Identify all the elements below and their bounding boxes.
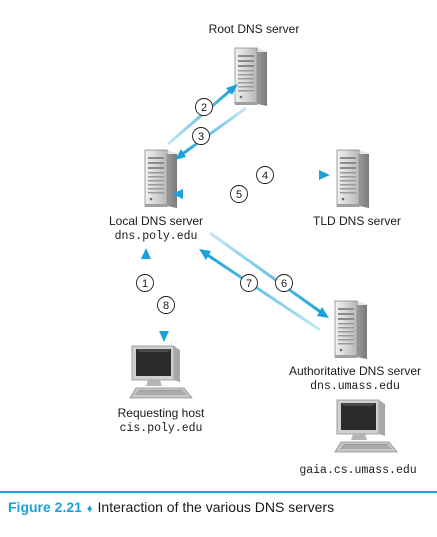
- figure-caption: Figure 2.21 ♦ Interaction of the various D…: [8, 499, 334, 515]
- step-label-7: 7: [246, 278, 252, 290]
- figure-number: Figure 2.21: [8, 499, 82, 515]
- authoritative-dns-server-icon: [334, 300, 368, 360]
- arrow-step-8: [159, 252, 169, 342]
- caption-rule: [0, 491, 437, 493]
- step-label-6: 6: [281, 278, 287, 290]
- step-badge-7: 7: [240, 274, 258, 292]
- arrow-step-3: [175, 106, 247, 160]
- arrow-step-2: [167, 84, 238, 146]
- step-label-8: 8: [163, 300, 169, 312]
- arrow-step-6: [209, 231, 329, 318]
- caption-text: Interaction of the various DNS servers: [97, 499, 335, 515]
- authoritative-dns-hostname: dns.umass.edu: [310, 380, 400, 393]
- tld-dns-server-icon: [336, 149, 370, 209]
- step-label-2: 2: [201, 102, 207, 114]
- step-badge-2: 2: [195, 98, 213, 116]
- step-label-4: 4: [262, 170, 268, 182]
- local-dns-server-icon: [144, 149, 178, 209]
- tld-dns-server-label: TLD DNS server: [312, 214, 402, 228]
- arrow-step-1: [141, 248, 151, 340]
- arrow-step-5: [172, 189, 328, 199]
- step-label-3: 3: [198, 131, 204, 143]
- arrow-step-7: [199, 249, 321, 332]
- step-badge-6: 6: [275, 274, 293, 292]
- step-badge-1: 1: [136, 274, 154, 292]
- target-host-icon: [334, 399, 398, 453]
- authoritative-dns-server-label: Authoritative DNS server: [288, 364, 422, 378]
- local-dns-server-label: Local DNS server: [108, 214, 204, 228]
- local-dns-hostname: dns.poly.edu: [114, 230, 198, 243]
- step-badge-8: 8: [157, 296, 175, 314]
- diamond-icon: ♦: [86, 503, 93, 515]
- arrow-step-4: [182, 170, 330, 180]
- target-host-hostname: gaia.cs.umass.edu: [299, 464, 417, 477]
- root-dns-server-icon: [234, 47, 268, 107]
- root-dns-server-label: Root DNS server: [208, 22, 300, 36]
- step-badge-5: 5: [230, 185, 248, 203]
- step-badge-3: 3: [192, 127, 210, 145]
- requesting-host-hostname: cis.poly.edu: [119, 422, 203, 435]
- step-badge-4: 4: [256, 166, 274, 184]
- requesting-host-icon: [129, 345, 193, 399]
- step-label-1: 1: [142, 278, 148, 290]
- requesting-host-label: Requesting host: [117, 406, 205, 420]
- step-label-5: 5: [236, 189, 242, 201]
